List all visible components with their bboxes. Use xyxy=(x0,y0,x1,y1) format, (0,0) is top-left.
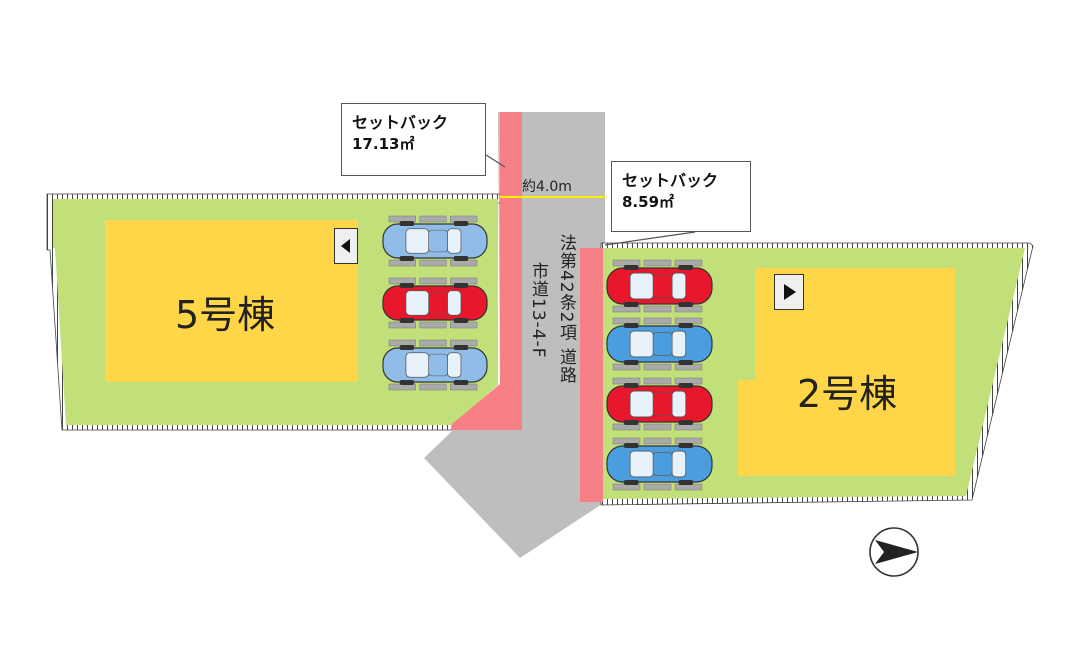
road-name-label: 市道13-4-F xyxy=(528,262,548,359)
car-icon xyxy=(606,383,713,425)
setback-right-title: セットバック xyxy=(622,171,719,190)
triangle-right-icon xyxy=(784,284,796,300)
setback-callout-left: セットバック 17.13㎡ xyxy=(341,103,486,176)
callout-pointer-left xyxy=(485,154,506,168)
callout-pointer-right xyxy=(604,231,696,246)
building-left-label: 5号棟 xyxy=(175,293,276,337)
north-arrow-icon xyxy=(869,527,919,577)
parking-space-right-2 xyxy=(606,317,713,371)
car-icon xyxy=(382,221,488,261)
parking-space-right-4 xyxy=(606,437,713,491)
marker-left[interactable] xyxy=(334,228,358,264)
setback-right-area: 8.59㎡ xyxy=(622,192,675,211)
setback-callout-right: セットバック 8.59㎡ xyxy=(611,161,751,232)
setback-left-title: セットバック xyxy=(352,113,449,132)
car-icon xyxy=(382,283,488,323)
parking-space-right-1 xyxy=(606,259,713,313)
building-right-label: 2号棟 xyxy=(797,372,898,416)
car-icon xyxy=(606,323,713,365)
triangle-left-icon xyxy=(341,239,350,253)
parking-space-left-1 xyxy=(382,215,488,267)
parking-right xyxy=(606,259,713,491)
road-law-label: 法第42条2項 道路 xyxy=(556,234,576,384)
car-icon xyxy=(606,265,713,307)
parking-left xyxy=(382,215,488,391)
parking-space-left-2 xyxy=(382,277,488,329)
setback-strip-right xyxy=(580,248,603,502)
setback-left-area: 17.13㎡ xyxy=(352,134,415,153)
setback-strip-left xyxy=(452,112,522,430)
marker-right[interactable] xyxy=(774,274,804,310)
car-icon xyxy=(606,443,713,485)
road-width-label: 約4.0m xyxy=(522,179,572,195)
building-right xyxy=(738,268,955,476)
car-icon xyxy=(382,345,488,385)
building-left xyxy=(105,220,358,382)
parking-space-right-3 xyxy=(606,377,713,431)
parking-space-left-3 xyxy=(382,339,488,391)
